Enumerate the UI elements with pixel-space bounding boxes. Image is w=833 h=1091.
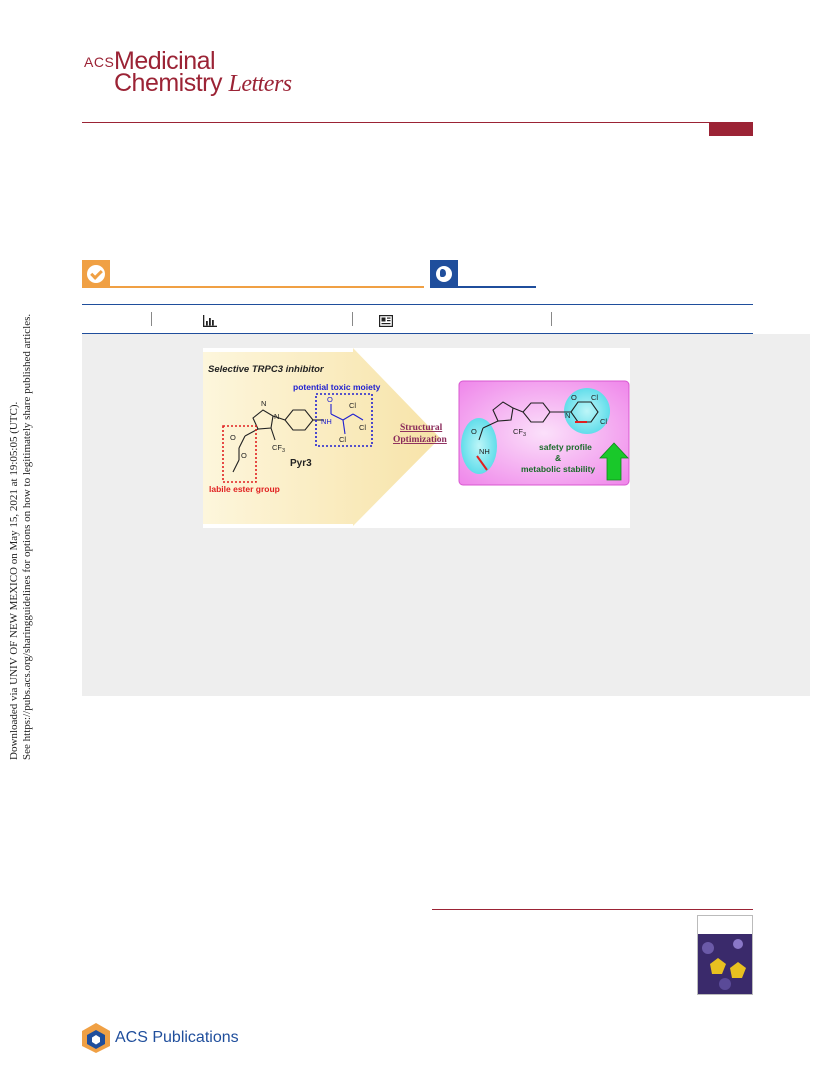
amide-highlight [461, 418, 497, 474]
global-access-rule [458, 286, 536, 288]
global-access-box [430, 260, 458, 288]
cover-art-icon [702, 939, 746, 990]
opt-atom-cl2: Cl [600, 417, 607, 426]
pyr3-sub3: 3 [282, 448, 285, 454]
opt-atom-nh: NH [479, 447, 490, 456]
ester-structure [232, 435, 246, 473]
arrow-label-line2: Optimization [393, 435, 448, 445]
toxic-structure [330, 404, 364, 435]
journal-logo-chemistry: Chemistry [114, 69, 223, 97]
toxic-atom-cl3: Cl [339, 435, 346, 444]
download-notice: Downloaded via UNIV OF NEW MEXICO on May… [0, 313, 40, 760]
pyr3-atom-n: N [261, 399, 266, 408]
toc-graphic: Selective TRPC3 inhibitor N N CF3 O O la… [203, 348, 630, 528]
journal-logo-line1: Medicinal [114, 47, 216, 75]
result-line3: metabolic stability [521, 464, 595, 474]
opt-atom-o: O [471, 427, 477, 436]
opt-cf3: CF3 [513, 427, 526, 438]
ester-atom-o: O [230, 433, 236, 442]
header-rule [82, 122, 753, 123]
metrics-separator [151, 312, 152, 326]
header-tab [709, 123, 753, 136]
article-icon[interactable] [379, 315, 393, 327]
opt-atom-cl1: Cl [591, 393, 598, 402]
ester-atom-o2: O [241, 451, 247, 460]
ester-box [222, 425, 257, 483]
bar-chart-icon[interactable] [203, 315, 217, 327]
toxic-atom-cl2: Cl [359, 423, 366, 432]
toc-arrow [203, 348, 440, 526]
globe-icon [436, 266, 452, 282]
journal-cover-thumbnail[interactable] [697, 915, 753, 995]
acs-publications-name: ACS Publications [115, 1029, 239, 1046]
footer-rule [432, 909, 753, 910]
compound-label: Pyr3 [290, 458, 312, 469]
metrics-rule-bottom [82, 333, 753, 334]
metrics-rule-top [82, 304, 753, 305]
opt-sub3: 3 [523, 432, 526, 438]
opt-atom-o2: O [571, 393, 577, 402]
pyr3-atom-n2: N [274, 412, 279, 421]
ester-label: labile ester group [209, 484, 280, 494]
arrow-label-line1: Structural [400, 423, 443, 433]
result-line2: & [555, 453, 561, 463]
pyr3-cf: CF [272, 443, 282, 452]
improvement-arrow-icon [599, 442, 629, 481]
ethyl-chain [476, 455, 488, 471]
metrics-separator [551, 312, 552, 326]
checkmark-icon [87, 265, 105, 283]
open-access-box [82, 260, 110, 288]
journal-logo-letters: Letters [228, 71, 292, 97]
acs-publications-logo[interactable]: ACS Publications [80, 1022, 280, 1056]
journal-logo-acs: ACS [84, 54, 115, 70]
result-line1: safety profile [539, 442, 592, 452]
pyr3-cf3: CF3 [272, 443, 285, 454]
open-access-badge[interactable] [82, 260, 424, 290]
opt-atom-n: N [565, 411, 570, 420]
toxic-atom-nh: NH [321, 417, 332, 426]
acs-hexagon-logo [82, 1023, 110, 1053]
toxic-atom-cl1: Cl [349, 401, 356, 410]
toxic-atom-o: O [327, 395, 333, 404]
download-notice-line2[interactable]: See https://pubs.acs.org/sharingguidelin… [21, 313, 33, 760]
toc-title: Selective TRPC3 inhibitor [208, 364, 325, 375]
open-access-rule [110, 286, 424, 288]
journal-logo-line2: Chemistry Letters [114, 70, 292, 97]
opt-cf: CF [513, 427, 523, 436]
cover-artwork [698, 934, 752, 994]
global-access-badge[interactable] [430, 260, 536, 290]
toxic-label: potential toxic moiety [293, 382, 381, 392]
metrics-separator [352, 312, 353, 326]
optimized-structure [478, 401, 599, 441]
toxic-box [315, 393, 373, 447]
journal-logo[interactable]: ACS Medicinal Chemistry Letters [84, 48, 314, 100]
download-notice-line1: Downloaded via UNIV OF NEW MEXICO on May… [8, 401, 20, 760]
